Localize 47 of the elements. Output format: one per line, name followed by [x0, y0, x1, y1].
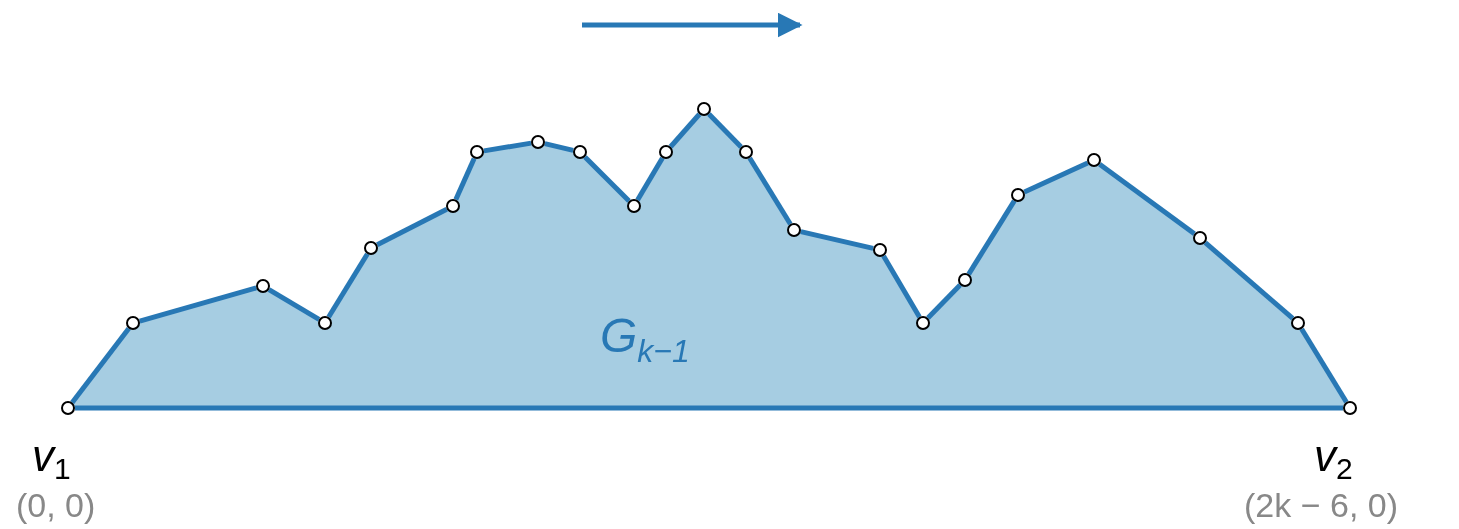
vertex-circle	[256, 279, 270, 293]
vertex-circle	[446, 199, 460, 213]
polygon-edge	[75, 405, 1343, 411]
vertex-circle	[531, 135, 545, 149]
vertex-circle	[470, 145, 484, 159]
polygon-edge	[544, 141, 574, 153]
vertex-circle	[873, 243, 887, 257]
vertex-circle	[958, 273, 972, 287]
vertex-circle	[573, 145, 587, 159]
vertex-circle	[1087, 153, 1101, 167]
region-label: G$_{k−1}$	[600, 312, 690, 367]
vertex-circle	[659, 145, 673, 159]
vertex-circle	[61, 401, 75, 415]
polygon-edge	[483, 140, 532, 154]
polygon-edge	[747, 156, 793, 226]
polygon-edge	[1299, 327, 1349, 404]
polygon-edge	[707, 112, 743, 149]
polygon-edge	[267, 287, 321, 322]
polygon-edge	[1203, 240, 1295, 321]
polygon-edge	[583, 155, 631, 203]
vertex-circle	[1343, 401, 1357, 415]
polygon-edge	[1098, 162, 1196, 236]
polygon-edge	[1023, 160, 1089, 195]
vertex-circle	[1291, 316, 1305, 330]
vertex-circle	[1193, 231, 1207, 245]
vertex-circle	[364, 241, 378, 255]
polygon-edge	[635, 156, 665, 202]
vertex-circle	[318, 316, 332, 330]
polygon-edge	[139, 285, 257, 324]
vertex-label: v$_{1}$	[32, 434, 71, 484]
polygon-edge	[800, 229, 874, 251]
vertex-circle	[1011, 188, 1025, 202]
polygon-edge	[668, 112, 702, 149]
polygon-edge	[453, 157, 477, 201]
vertex-circle	[697, 102, 711, 116]
polygon-edge	[966, 199, 1017, 276]
polygon-edge	[70, 327, 131, 404]
vertex-circle	[739, 145, 753, 159]
coordinate-label: (2k − 6, 0)	[1244, 488, 1398, 522]
vertex-circle	[126, 316, 140, 330]
polygon-edge	[376, 206, 448, 248]
vertex-label: v$_{2}$	[1314, 434, 1353, 484]
vertex-circle	[787, 223, 801, 237]
polygon-edge	[881, 254, 922, 319]
polygon-edge	[326, 252, 370, 319]
polygon-edge	[926, 283, 962, 320]
coordinate-label: (0, 0)	[16, 488, 96, 522]
